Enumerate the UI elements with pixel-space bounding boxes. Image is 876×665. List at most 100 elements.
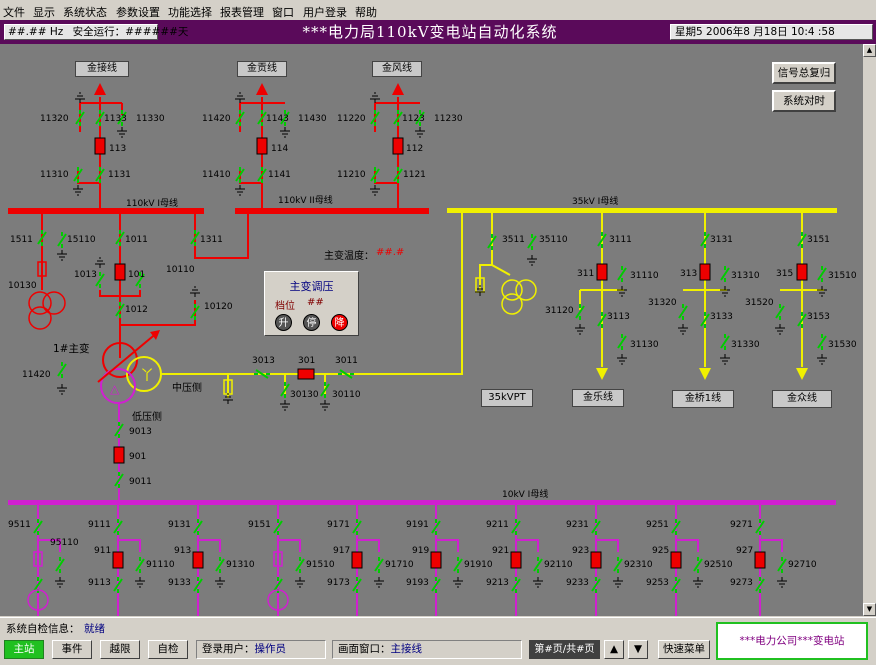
sw-label: 31110 xyxy=(630,271,659,281)
feeder-breaker-label: 917 xyxy=(333,546,351,556)
sw-label: 31520 xyxy=(745,298,774,308)
feeders-10kv xyxy=(27,505,788,616)
sw-label: 11420 xyxy=(202,114,231,124)
user-label: 登录用户： xyxy=(202,643,255,655)
feeder-10kv xyxy=(430,505,464,616)
menu-reports[interactable]: 报表管理 xyxy=(220,6,264,19)
tap-value: ## xyxy=(307,297,324,308)
line-label-jinfeng[interactable]: 金风线 xyxy=(372,61,422,77)
tap-stop-button[interactable]: 停 xyxy=(303,314,320,331)
menu-window[interactable]: 窗口 xyxy=(272,6,294,19)
tap-down-button[interactable]: 降 xyxy=(331,314,348,331)
bus-110kv-1 xyxy=(8,208,204,214)
login-user-field: 登录用户：操作员 xyxy=(196,640,326,659)
feeder-switch-label: 9213 xyxy=(486,578,509,588)
user-value: 操作员 xyxy=(254,643,287,655)
page-up-icon[interactable]: ▲ xyxy=(604,640,624,659)
sw-label: 30110 xyxy=(332,390,361,400)
sw-label: 3011 xyxy=(335,356,358,366)
tab-events[interactable]: 事件 xyxy=(52,640,92,659)
sw-label: 3131 xyxy=(710,235,733,245)
line-label-jinjie[interactable]: 金接线 xyxy=(75,61,129,77)
sw-label: 3511 xyxy=(502,235,525,245)
bay-113 xyxy=(72,83,128,208)
feeder-switch-label: 9151 xyxy=(248,520,271,530)
feeder-10kv xyxy=(590,505,624,616)
sw-label: 31330 xyxy=(731,340,760,350)
feeder-breaker-label: 913 xyxy=(174,546,192,556)
feeder-switch-label: 9133 xyxy=(168,578,191,588)
feeder-switch-label: 9173 xyxy=(327,578,350,588)
window-field: 画面窗口：主接线 xyxy=(332,640,522,659)
tap-label: 档位 xyxy=(275,301,295,312)
mid-side-label: 中压侧 xyxy=(172,383,202,394)
line-label-jinle[interactable]: 金乐线 xyxy=(572,389,624,407)
signal-reset-button[interactable]: 信号总复归 xyxy=(772,62,836,84)
feeder-breaker-label: 919 xyxy=(412,546,430,556)
time-sync-button[interactable]: 系统对时 xyxy=(772,90,836,112)
sw-label: 3111 xyxy=(609,235,632,245)
vertical-scrollbar[interactable]: ▲ ▼ xyxy=(863,44,876,616)
menu-system-status[interactable]: 系统状态 xyxy=(63,6,107,19)
feeder-switch-label: 9111 xyxy=(88,520,111,530)
sw-label: 9013 xyxy=(129,427,152,437)
freq-box: ##.## Hz 安全运行：######天 xyxy=(4,24,188,40)
sw-label: 3151 xyxy=(807,235,830,245)
sw-label: 10130 xyxy=(8,281,37,291)
sw-label: 30130 xyxy=(290,390,319,400)
sw-label: 11410 xyxy=(202,170,231,180)
menu-help[interactable]: 帮助 xyxy=(355,6,377,19)
datetime: 星期5 2006年8 月18日 10:4 :58 xyxy=(670,24,873,40)
breaker-label: 114 xyxy=(271,144,289,154)
sw-label: 11210 xyxy=(337,170,366,180)
page-indicator: 第#页/共#页 xyxy=(529,640,600,659)
feeder-switch-label: 9233 xyxy=(566,578,589,588)
feeder-switch-label: 91910 xyxy=(464,560,493,570)
line-label-35kvpt[interactable]: 35kVPT xyxy=(481,389,533,407)
feeder-switch-label: 95110 xyxy=(50,538,79,548)
feeder-10kv xyxy=(192,505,226,616)
sw-label: 11230 xyxy=(434,114,463,124)
bay-901 xyxy=(113,403,125,500)
feeder-switch-label: 91510 xyxy=(306,560,335,570)
tab-selfcheck[interactable]: 自检 xyxy=(148,640,188,659)
menu-login[interactable]: 用户登录 xyxy=(303,6,347,19)
sw-label: 10110 xyxy=(166,265,195,275)
menu-file[interactable]: 文件 xyxy=(3,6,25,19)
bay-114 xyxy=(234,83,291,208)
line-label-jinzhong[interactable]: 金众线 xyxy=(772,390,832,408)
bus-110kv-2 xyxy=(235,208,429,214)
sw-label: 3153 xyxy=(807,312,830,322)
sw-label: 1133 xyxy=(104,114,127,124)
sw-label: 1311 xyxy=(200,235,223,245)
sw-label: 31120 xyxy=(545,306,574,316)
sw-label: 15110 xyxy=(67,235,96,245)
page-down-icon[interactable]: ▼ xyxy=(628,640,648,659)
tap-up-button[interactable]: 升 xyxy=(275,314,292,331)
feeder-switch-label: 9253 xyxy=(646,578,669,588)
feeder-breaker-label: 925 xyxy=(652,546,670,556)
sw-label: 1013 xyxy=(74,270,97,280)
menu-functions[interactable]: 功能选择 xyxy=(168,6,212,19)
feeder-10kv xyxy=(27,505,66,616)
breaker-label: 301 xyxy=(298,356,316,366)
line-label-jinqiao1[interactable]: 金桥1线 xyxy=(672,390,734,408)
line-label-jingong[interactable]: 金贡线 xyxy=(237,61,287,77)
feeder-switch-label: 92310 xyxy=(624,560,653,570)
window-value: 主接线 xyxy=(390,643,423,655)
scroll-down-icon[interactable]: ▼ xyxy=(863,603,876,616)
bus-110kv-2-label: 110kV II母线 xyxy=(278,196,333,206)
menu-parameters[interactable]: 参数设置 xyxy=(116,6,160,19)
bus-110kv-1-label: 110kV I母线 xyxy=(126,199,179,209)
breaker-label: 113 xyxy=(109,144,127,154)
sw-label: 1011 xyxy=(125,235,148,245)
quick-menu-button[interactable]: 快速菜单 xyxy=(658,640,710,659)
breaker-label: 315 xyxy=(776,269,794,279)
scroll-up-icon[interactable]: ▲ xyxy=(863,44,876,57)
sw-label: 31130 xyxy=(630,340,659,350)
tab-limit[interactable]: 越限 xyxy=(100,640,140,659)
menu-display[interactable]: 显示 xyxy=(33,6,55,19)
sw-label: 11420 xyxy=(22,370,51,380)
tap-panel-title: 主变调压 xyxy=(289,280,334,293)
tab-master[interactable]: 主站 xyxy=(4,640,44,659)
